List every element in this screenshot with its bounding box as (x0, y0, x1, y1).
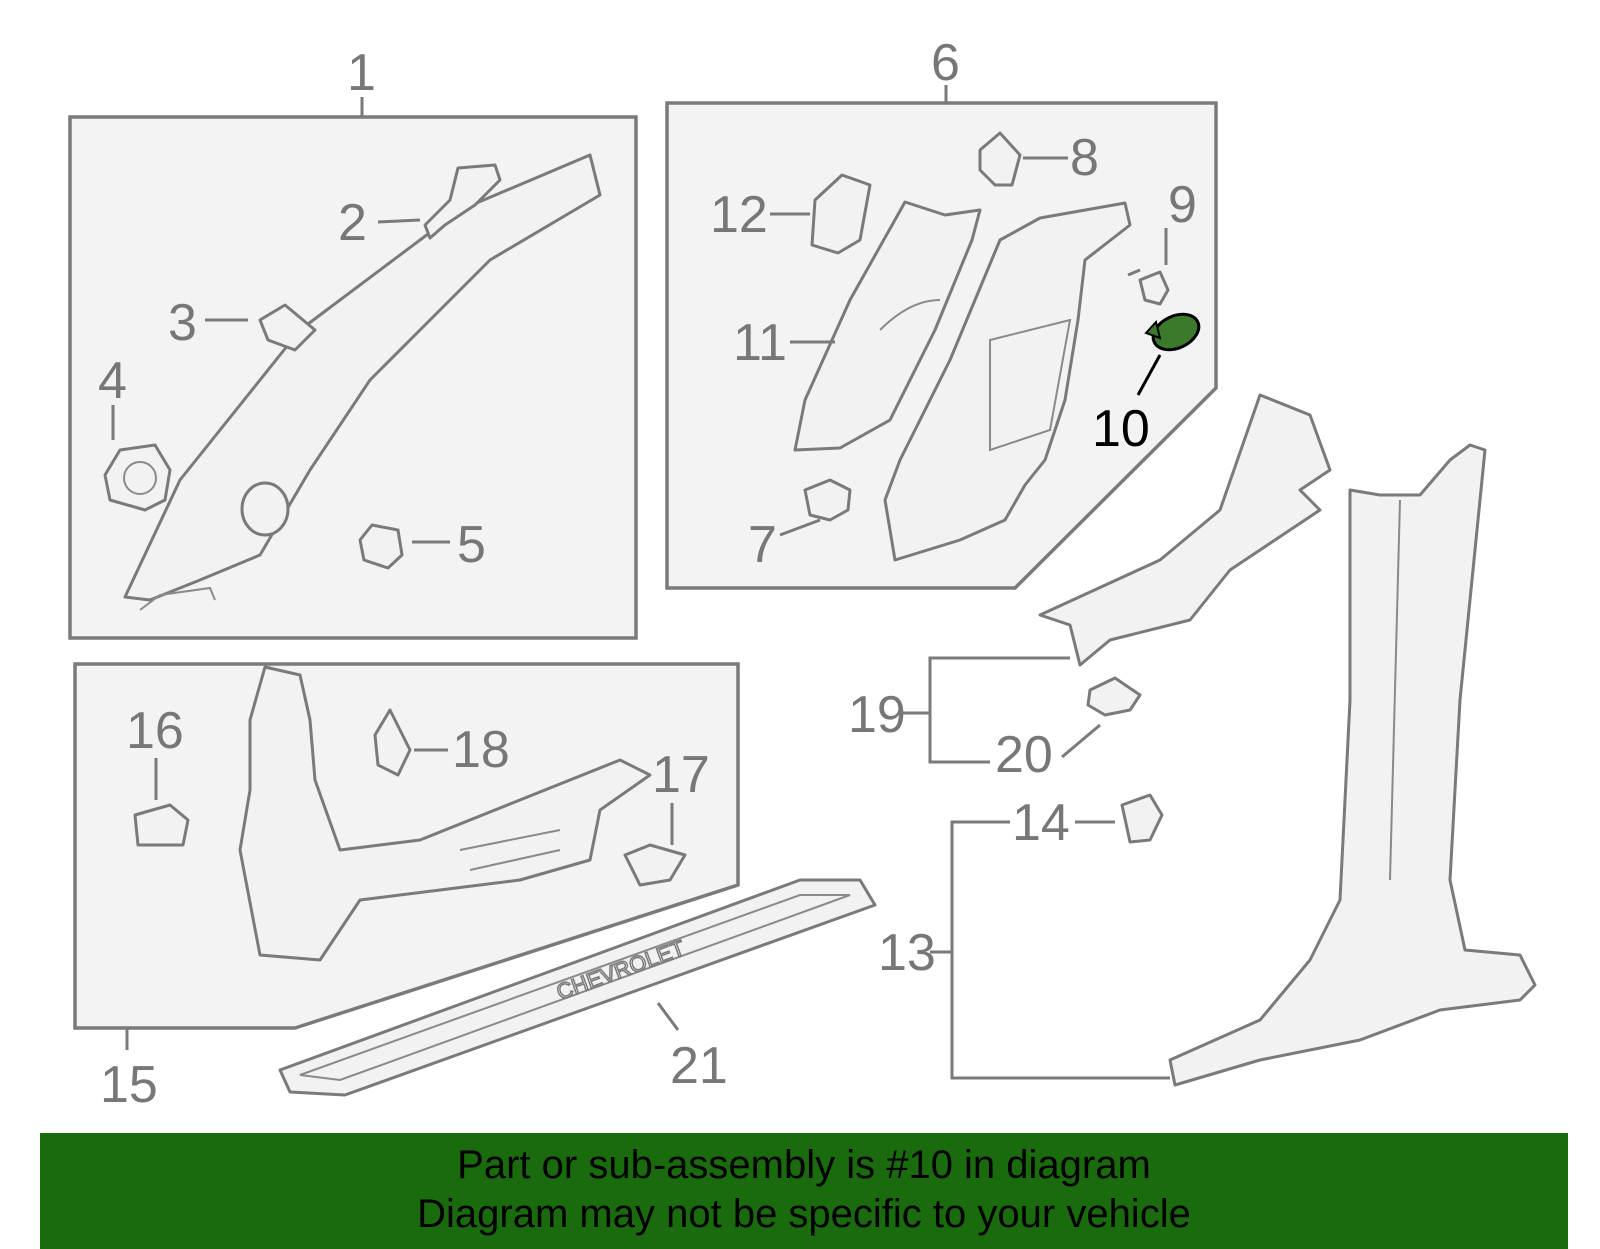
callout-4: 4 (98, 352, 127, 410)
callout-12: 12 (710, 186, 768, 244)
callout-16: 16 (126, 702, 184, 760)
b-pillar-upper-trim (793, 200, 982, 452)
cover-10 (1151, 312, 1201, 352)
callout-9: 9 (1168, 176, 1197, 234)
clip-18 (373, 708, 412, 777)
nut-3 (258, 303, 317, 352)
bolt-9 (1138, 270, 1170, 306)
grommet-5 (358, 523, 404, 570)
cowl-trim-19 (1038, 393, 1332, 667)
callout-10: 10 (1092, 400, 1150, 458)
callout-1: 1 (347, 44, 376, 102)
clip-2 (423, 163, 502, 240)
push-pin-7 (803, 478, 852, 522)
callout-6: 6 (931, 34, 960, 92)
callout-13: 13 (878, 924, 936, 982)
banner-line-1: Part or sub-assembly is #10 in diagram (457, 1143, 1151, 1187)
clip-17 (623, 843, 687, 887)
callout-18: 18 (452, 721, 510, 779)
b-pillar-lower-trim (883, 201, 1132, 562)
clip-16 (133, 803, 190, 847)
callout-5: 5 (457, 516, 486, 574)
clip-12 (810, 173, 872, 255)
callout-11: 11 (733, 314, 787, 372)
callout-3: 3 (168, 294, 197, 352)
clip-20 (1086, 676, 1142, 717)
callout-7: 7 (748, 516, 777, 574)
callout-8: 8 (1070, 129, 1099, 187)
callout-2: 2 (338, 194, 367, 252)
clip-14 (1120, 793, 1164, 844)
grille-clip-4 (103, 443, 172, 512)
part-info-banner: Part or sub-assembly is #10 in diagram D… (40, 1133, 1568, 1249)
callout-14: 14 (1012, 794, 1070, 852)
callout-21: 21 (670, 1037, 728, 1095)
callout-20: 20 (995, 726, 1053, 784)
sill-plate-21 (278, 878, 877, 1097)
side-trim-13 (1168, 443, 1537, 1087)
rocker-trim-15 (238, 665, 652, 962)
callout-17: 17 (652, 746, 710, 804)
callout-15: 15 (100, 1056, 158, 1114)
clip-8 (978, 131, 1022, 187)
callout-19: 19 (848, 686, 906, 744)
banner-line-2: Diagram may not be specific to your vehi… (417, 1192, 1191, 1236)
